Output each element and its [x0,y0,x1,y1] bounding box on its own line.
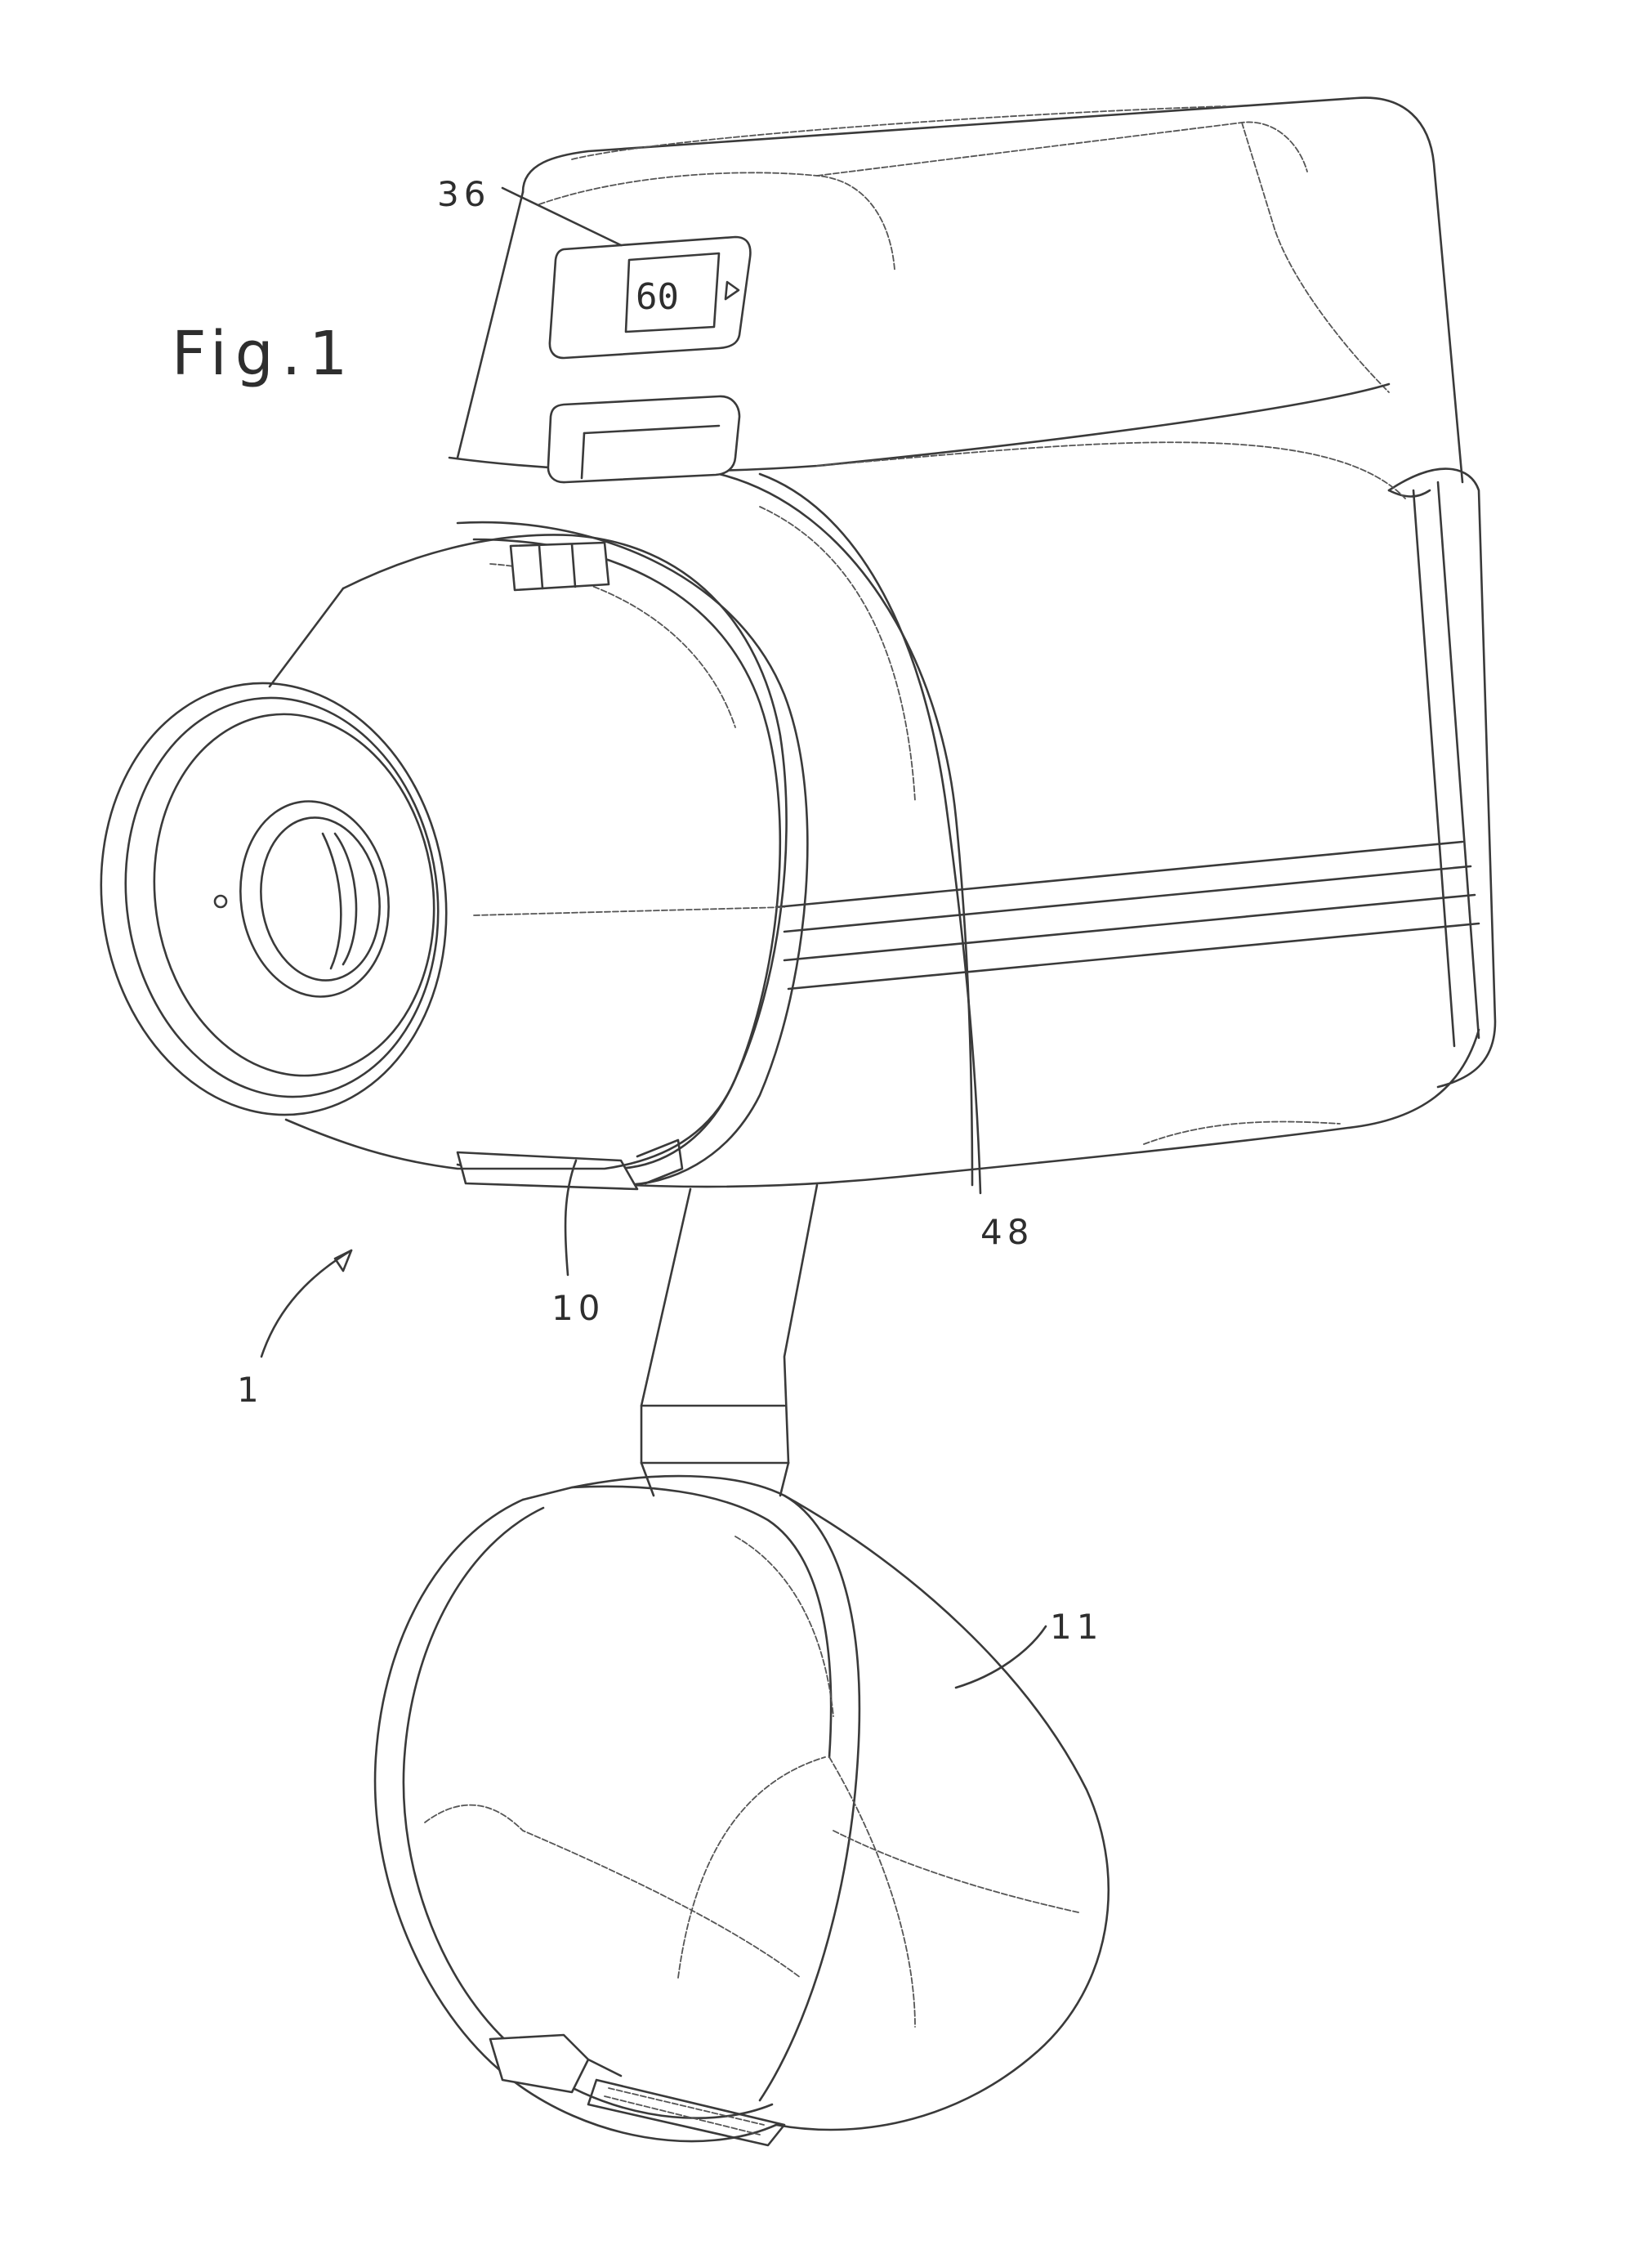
leader-36 [502,188,621,245]
label-1: 1 [237,1370,264,1410]
handle-stem [641,1185,817,1496]
arrow-1 [261,1250,351,1357]
display-readout: 60 [636,276,679,318]
arrow-1-head [335,1250,351,1271]
figure-title: Fig.1 [172,319,355,389]
cup [375,1476,1109,2145]
leader-11 [956,1626,1046,1688]
display-window: 60 [550,237,751,358]
top-button [548,396,739,482]
label-36: 36 [437,174,490,214]
label-48: 48 [980,1212,1034,1252]
collar-ring [458,522,807,1189]
label-10: 10 [551,1288,605,1328]
label-11: 11 [1050,1607,1103,1647]
mouthpiece [74,534,786,1169]
